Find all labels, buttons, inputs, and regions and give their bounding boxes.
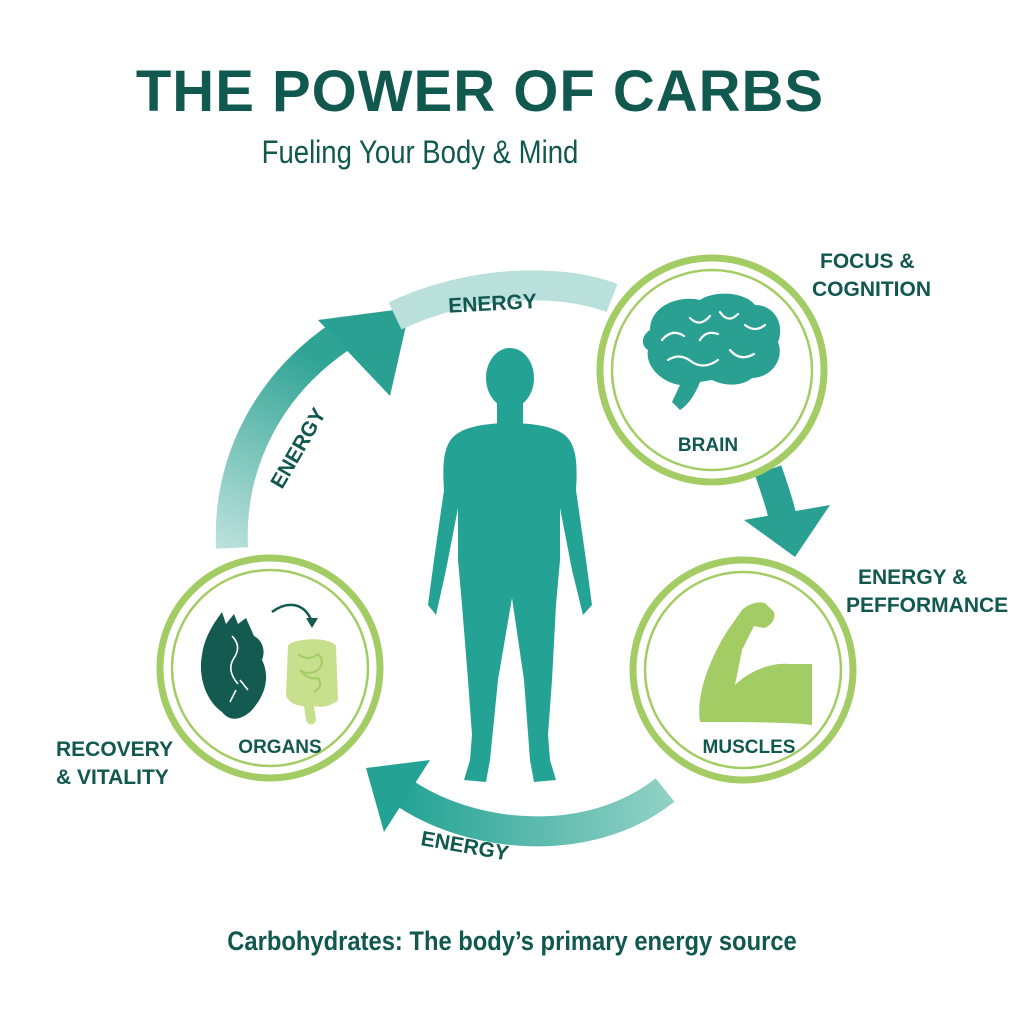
muscles-benefit-line1: ENERGY & bbox=[858, 566, 968, 589]
organs-benefit-line1: RECOVERY bbox=[56, 738, 174, 761]
energy-label-top: ENERGY bbox=[448, 290, 538, 318]
brain-benefit: FOCUS & COGNITION bbox=[812, 248, 931, 304]
flexed-arm-icon bbox=[699, 602, 812, 725]
energy-arrow-left bbox=[215, 308, 410, 549]
organs-benefit: RECOVERY & VITALITY bbox=[56, 736, 173, 792]
energy-arrow-top bbox=[388, 270, 618, 330]
human-body-silhouette bbox=[428, 348, 592, 782]
brain-icon bbox=[642, 293, 781, 410]
organs-node-circle bbox=[156, 554, 384, 782]
organs-benefit-line2: & VITALITY bbox=[56, 766, 169, 789]
energy-arrow-right bbox=[744, 465, 830, 557]
organs-label: ORGANS bbox=[238, 737, 322, 758]
muscles-node-circle bbox=[629, 556, 857, 784]
muscles-benefit: ENERGY & PEFFORMANCE bbox=[846, 564, 1008, 620]
brain-benefit-line1: FOCUS & bbox=[820, 250, 915, 273]
heart-icon bbox=[200, 612, 267, 719]
page-subtitle: Fueling Your Body & Mind bbox=[261, 134, 579, 170]
intestines-icon bbox=[286, 639, 338, 725]
brain-benefit-line2: COGNITION bbox=[812, 278, 931, 301]
muscles-label: MUSCLES bbox=[702, 737, 796, 758]
curved-arrow-icon bbox=[271, 603, 318, 628]
page-title: THE POWER OF CARBS bbox=[135, 59, 825, 124]
footer-tagline: Carbohydrates: The body’s primary energy… bbox=[227, 926, 797, 956]
brain-label: BRAIN bbox=[677, 435, 739, 456]
muscles-benefit-line2: PEFFORMANCE bbox=[846, 594, 1009, 617]
energy-arrow-bottom bbox=[366, 760, 675, 847]
